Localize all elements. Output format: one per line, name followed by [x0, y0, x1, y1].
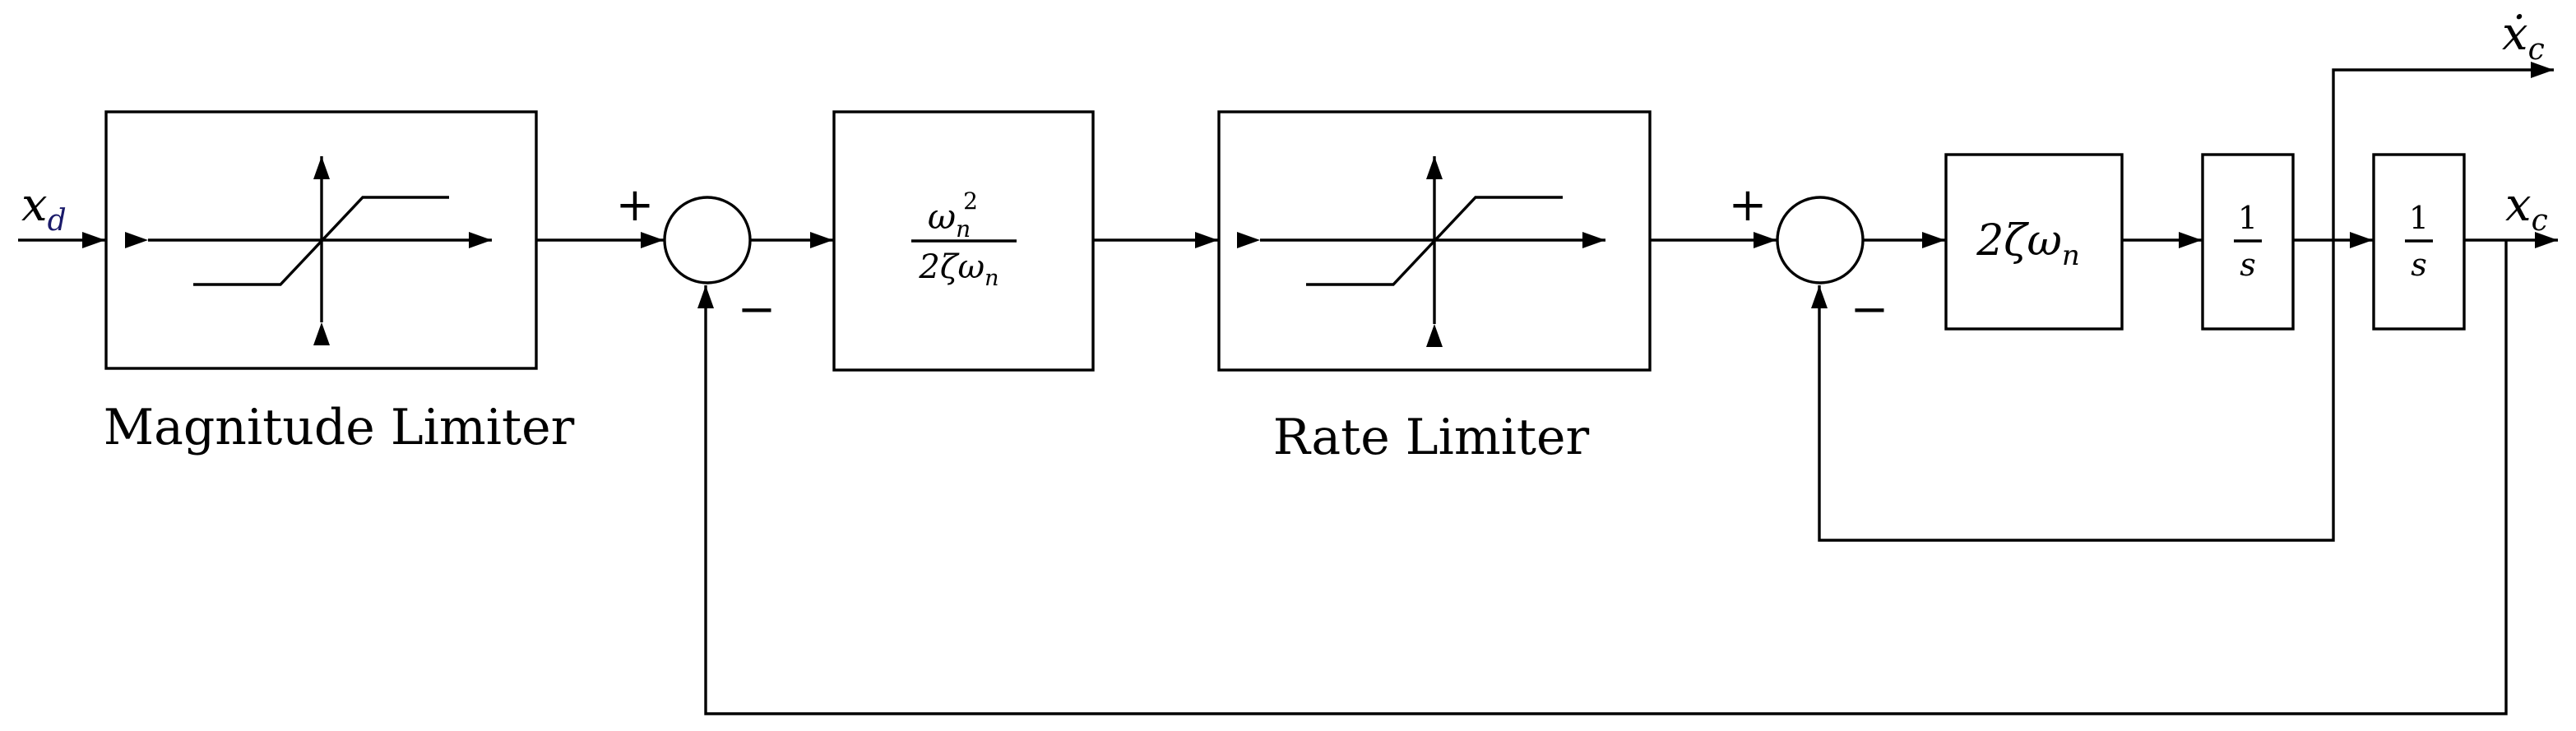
inner-summing-junction	[1776, 196, 1865, 285]
magnitude-limiter-label: Magnitude Limiter	[104, 399, 575, 456]
outer-sum-plus-sign: +	[616, 178, 655, 232]
svg-text:1: 1	[2409, 200, 2429, 236]
input-signal-label: xd	[21, 178, 67, 238]
magnitude-limiter-block	[104, 110, 538, 370]
inner-sum-minus-sign: −	[1851, 283, 1889, 336]
output-rate-signal-label: ẋc	[2502, 7, 2545, 67]
svg-text:2ζωn: 2ζωn	[918, 248, 998, 291]
svg-text:s: s	[2240, 247, 2256, 283]
saturation-curve	[193, 196, 449, 286]
rate-limiter-block	[1217, 110, 1652, 372]
svg-text:2: 2	[963, 187, 978, 215]
svg-text:1: 1	[2238, 200, 2258, 236]
svg-text:ωn: ωn	[928, 197, 971, 243]
integrator-1-block: 1 s	[2201, 153, 2295, 331]
inner-sum-plus-sign: +	[1729, 178, 1768, 232]
output-signal-label: xc	[2505, 178, 2548, 238]
inner-gain-block: 2ζωn	[1944, 153, 2124, 331]
forward-gain-block: ωn 2 2ζωn	[832, 110, 1095, 372]
svg-text:s: s	[2411, 247, 2427, 283]
integrator-2-block: 1 s	[2372, 153, 2466, 331]
outer-sum-minus-sign: −	[738, 283, 776, 336]
rate-limiter-label: Rate Limiter	[1273, 409, 1590, 466]
inner-feedback-wire	[1811, 240, 2335, 542]
outer-summing-junction	[663, 196, 752, 285]
svg-text:2ζωn: 2ζωn	[1976, 216, 2080, 272]
outer-feedback-wire	[697, 240, 2508, 715]
rate-output-wire	[2332, 62, 2554, 240]
rate-saturation-curve	[1306, 196, 1563, 286]
